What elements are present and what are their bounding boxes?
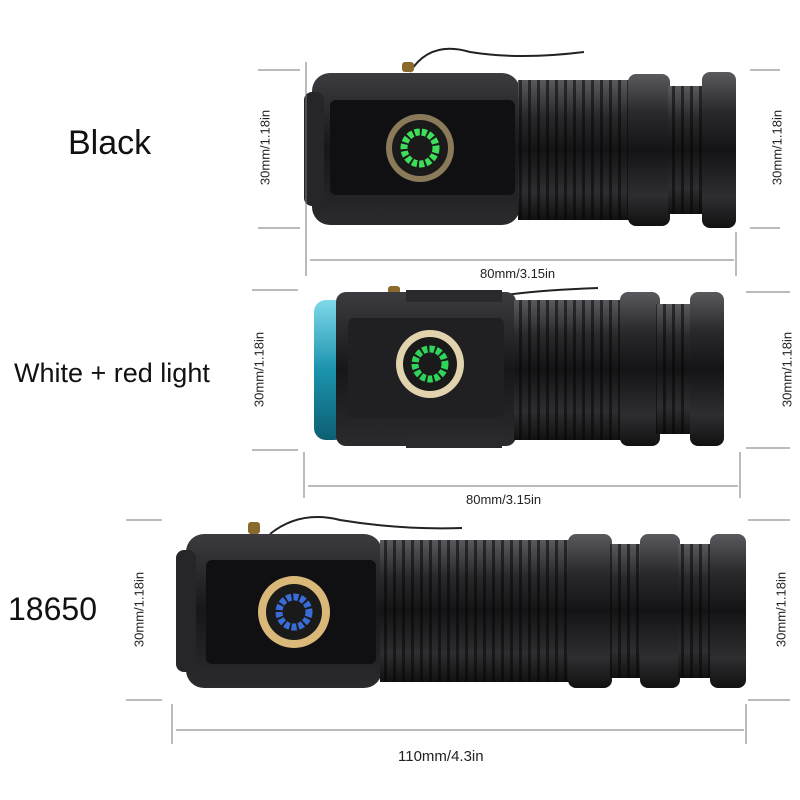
dim-height-white-right: 30mm/1.18in bbox=[779, 331, 795, 408]
flashlight-black bbox=[304, 47, 736, 228]
dimension-lines bbox=[126, 62, 790, 744]
dim-height-18650-right: 30mm/1.18in bbox=[773, 571, 789, 648]
dim-length-18650: 110mm/4.3in bbox=[398, 748, 484, 765]
flashlight-18650 bbox=[176, 516, 746, 688]
dim-length-black: 80mm/3.15in bbox=[480, 266, 556, 281]
dim-height-white-left: 30mm/1.18in bbox=[251, 331, 267, 408]
dim-length-white: 80mm/3.15in bbox=[466, 492, 542, 507]
flashlight-white-red bbox=[314, 286, 724, 448]
variant-label-18650: 18650 bbox=[8, 591, 97, 627]
variant-label-black: Black bbox=[68, 124, 152, 162]
variant-label-white-red: White + red light bbox=[14, 358, 210, 388]
dim-height-black-left: 30mm/1.18in bbox=[257, 109, 273, 186]
dim-height-black-right: 30mm/1.18in bbox=[769, 109, 785, 186]
dim-height-18650-left: 30mm/1.18in bbox=[131, 571, 147, 648]
